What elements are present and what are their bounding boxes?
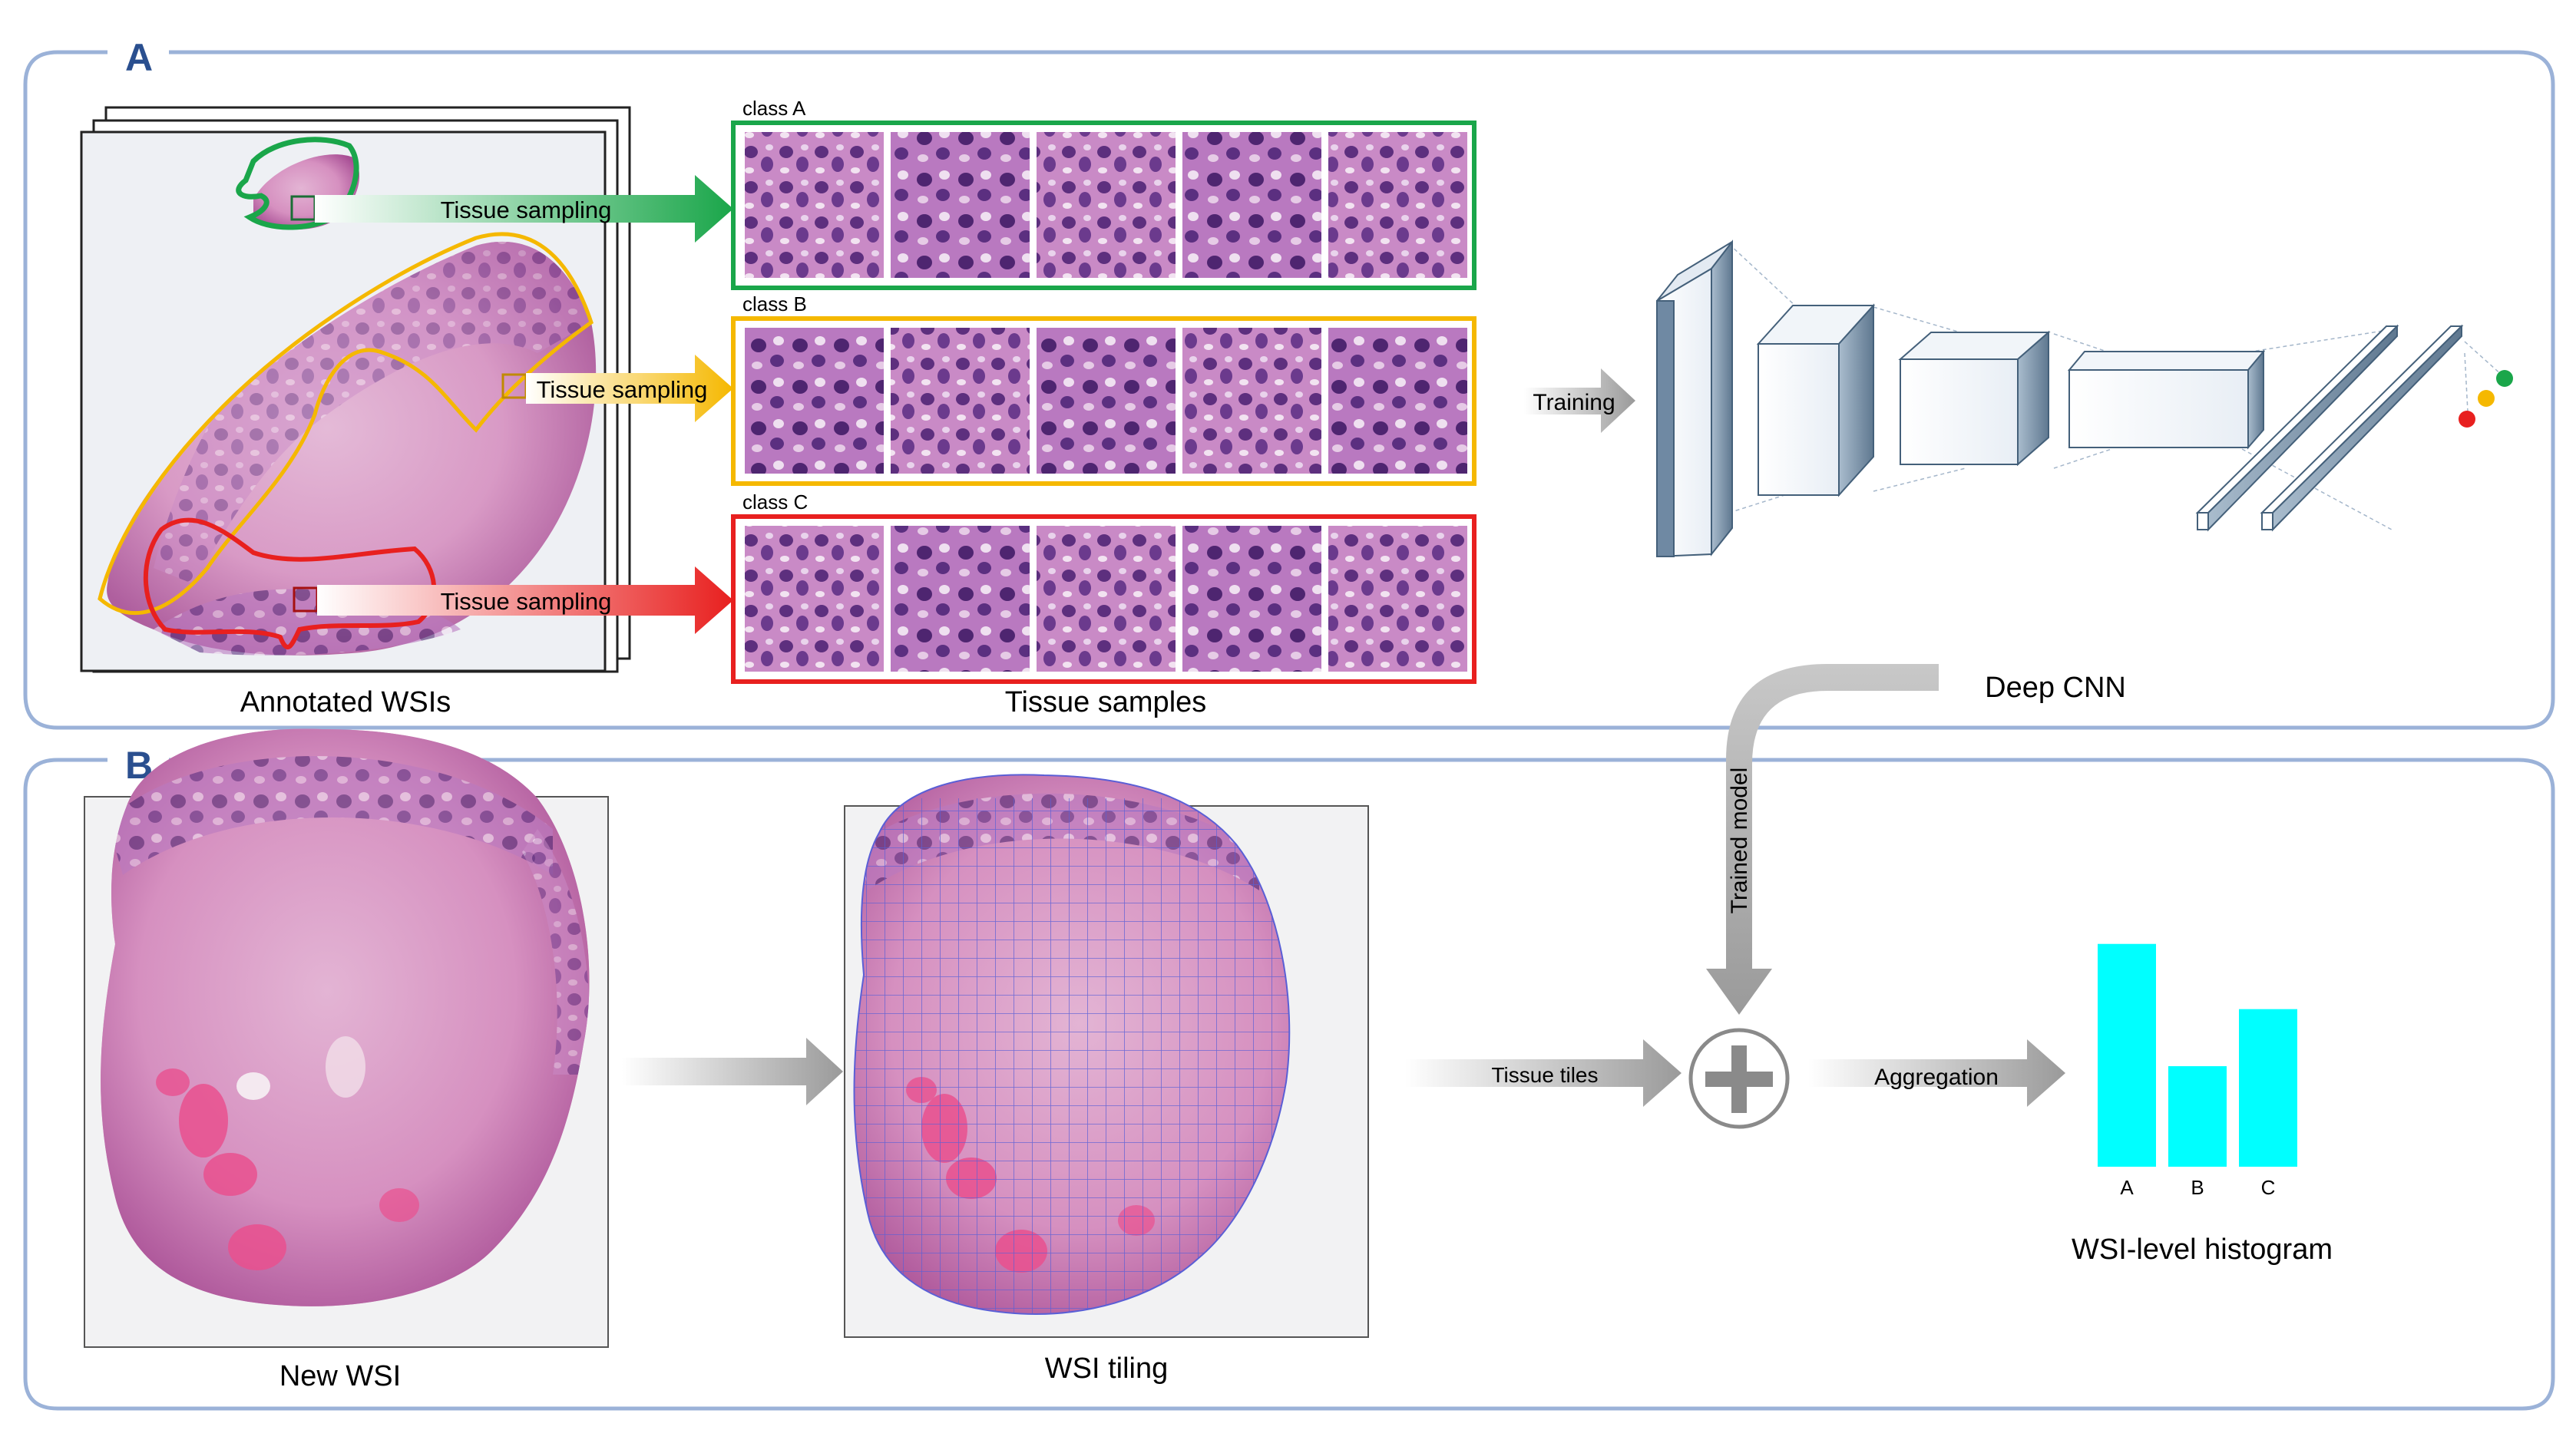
tissue-tiles-arrow: Tissue tiles xyxy=(1405,1039,1682,1107)
histogram-bar xyxy=(2239,1009,2297,1167)
wsi-histogram-chart: A B C xyxy=(2098,943,2297,1199)
panel-a-frame xyxy=(23,50,2555,730)
tissue-sample-tile xyxy=(891,526,1030,672)
sampling-arrow-green: Tissue sampling xyxy=(315,175,733,243)
trained-model-label: Trained model xyxy=(1727,768,1752,914)
sampling-label-green: Tissue sampling xyxy=(441,197,612,223)
output-node xyxy=(2496,370,2513,387)
aggregation-arrow: Aggregation xyxy=(1808,1039,2065,1107)
panel-a-label: A xyxy=(125,36,153,79)
deep-cnn-caption: Deep CNN xyxy=(1985,672,2126,704)
sampling-arrow-red: Tissue sampling xyxy=(317,566,733,634)
tissue-sample-tile xyxy=(745,132,884,278)
sampling-label-yellow: Tissue sampling xyxy=(537,376,708,403)
annotation-yellow xyxy=(98,232,594,616)
output-node xyxy=(2459,411,2475,428)
class-label: class A xyxy=(742,97,806,120)
new-wsi-caption: New WSI xyxy=(279,1360,401,1392)
tissue-sample-tile xyxy=(1037,328,1176,474)
training-label: Training xyxy=(1533,390,1615,415)
annotated-wsis-caption: Annotated WSIs xyxy=(240,686,451,718)
tissue-sample-tile xyxy=(891,328,1030,474)
sampling-label-red: Tissue sampling xyxy=(441,588,612,615)
tissue-sample-tile xyxy=(1328,132,1467,278)
deep-cnn-diagram xyxy=(1656,239,2513,558)
wsi-tiling-image xyxy=(844,774,1369,1338)
tissue-sample-tile xyxy=(1182,328,1321,474)
cnn-output-nodes xyxy=(2459,370,2513,428)
histogram-bar xyxy=(2168,1066,2227,1167)
arrow-to-tiling xyxy=(622,1038,843,1105)
class-label: class C xyxy=(742,490,808,514)
histogram-caption: WSI-level histogram xyxy=(2072,1233,2333,1266)
tissue-sample-rows: class A class B class C xyxy=(731,97,1476,684)
class-label: class B xyxy=(742,292,807,315)
annotated-wsi-tissue xyxy=(107,154,597,656)
annotation-outlines xyxy=(98,137,594,649)
tissue-sample-tile xyxy=(1328,328,1467,474)
histogram-tick-label: A xyxy=(2120,1176,2134,1199)
tissue-sample-tile xyxy=(1037,526,1176,672)
annotation-red xyxy=(143,517,436,649)
histogram-tick-label: B xyxy=(2191,1176,2204,1199)
aggregation-label: Aggregation xyxy=(1874,1065,1999,1090)
histogram-tick-label: C xyxy=(2261,1176,2276,1199)
tissue-sample-tile xyxy=(1328,526,1467,672)
tissue-sample-tile xyxy=(1037,132,1176,278)
tissue-sample-tile xyxy=(891,132,1030,278)
training-arrow: Training xyxy=(1524,368,1635,433)
wsi-tiling-caption: WSI tiling xyxy=(1045,1352,1168,1385)
combine-plus-icon xyxy=(1688,1028,1790,1129)
panel-b-frame xyxy=(23,758,2555,1411)
output-node xyxy=(2478,390,2495,407)
tissue-sample-tile xyxy=(745,526,884,672)
tissue-samples-caption: Tissue samples xyxy=(1005,686,1207,718)
trained-model-arrow: Trained model xyxy=(1706,664,1939,1015)
new-wsi-image xyxy=(84,728,609,1348)
tissue-tiles-label: Tissue tiles xyxy=(1491,1063,1598,1087)
tissue-sample-tile xyxy=(1182,526,1321,672)
histogram-bar xyxy=(2098,943,2156,1167)
tissue-sample-tile xyxy=(1182,132,1321,278)
sampling-arrow-yellow: Tissue sampling xyxy=(526,355,733,422)
tissue-sample-tile xyxy=(745,328,884,474)
annotation-green xyxy=(236,137,359,230)
